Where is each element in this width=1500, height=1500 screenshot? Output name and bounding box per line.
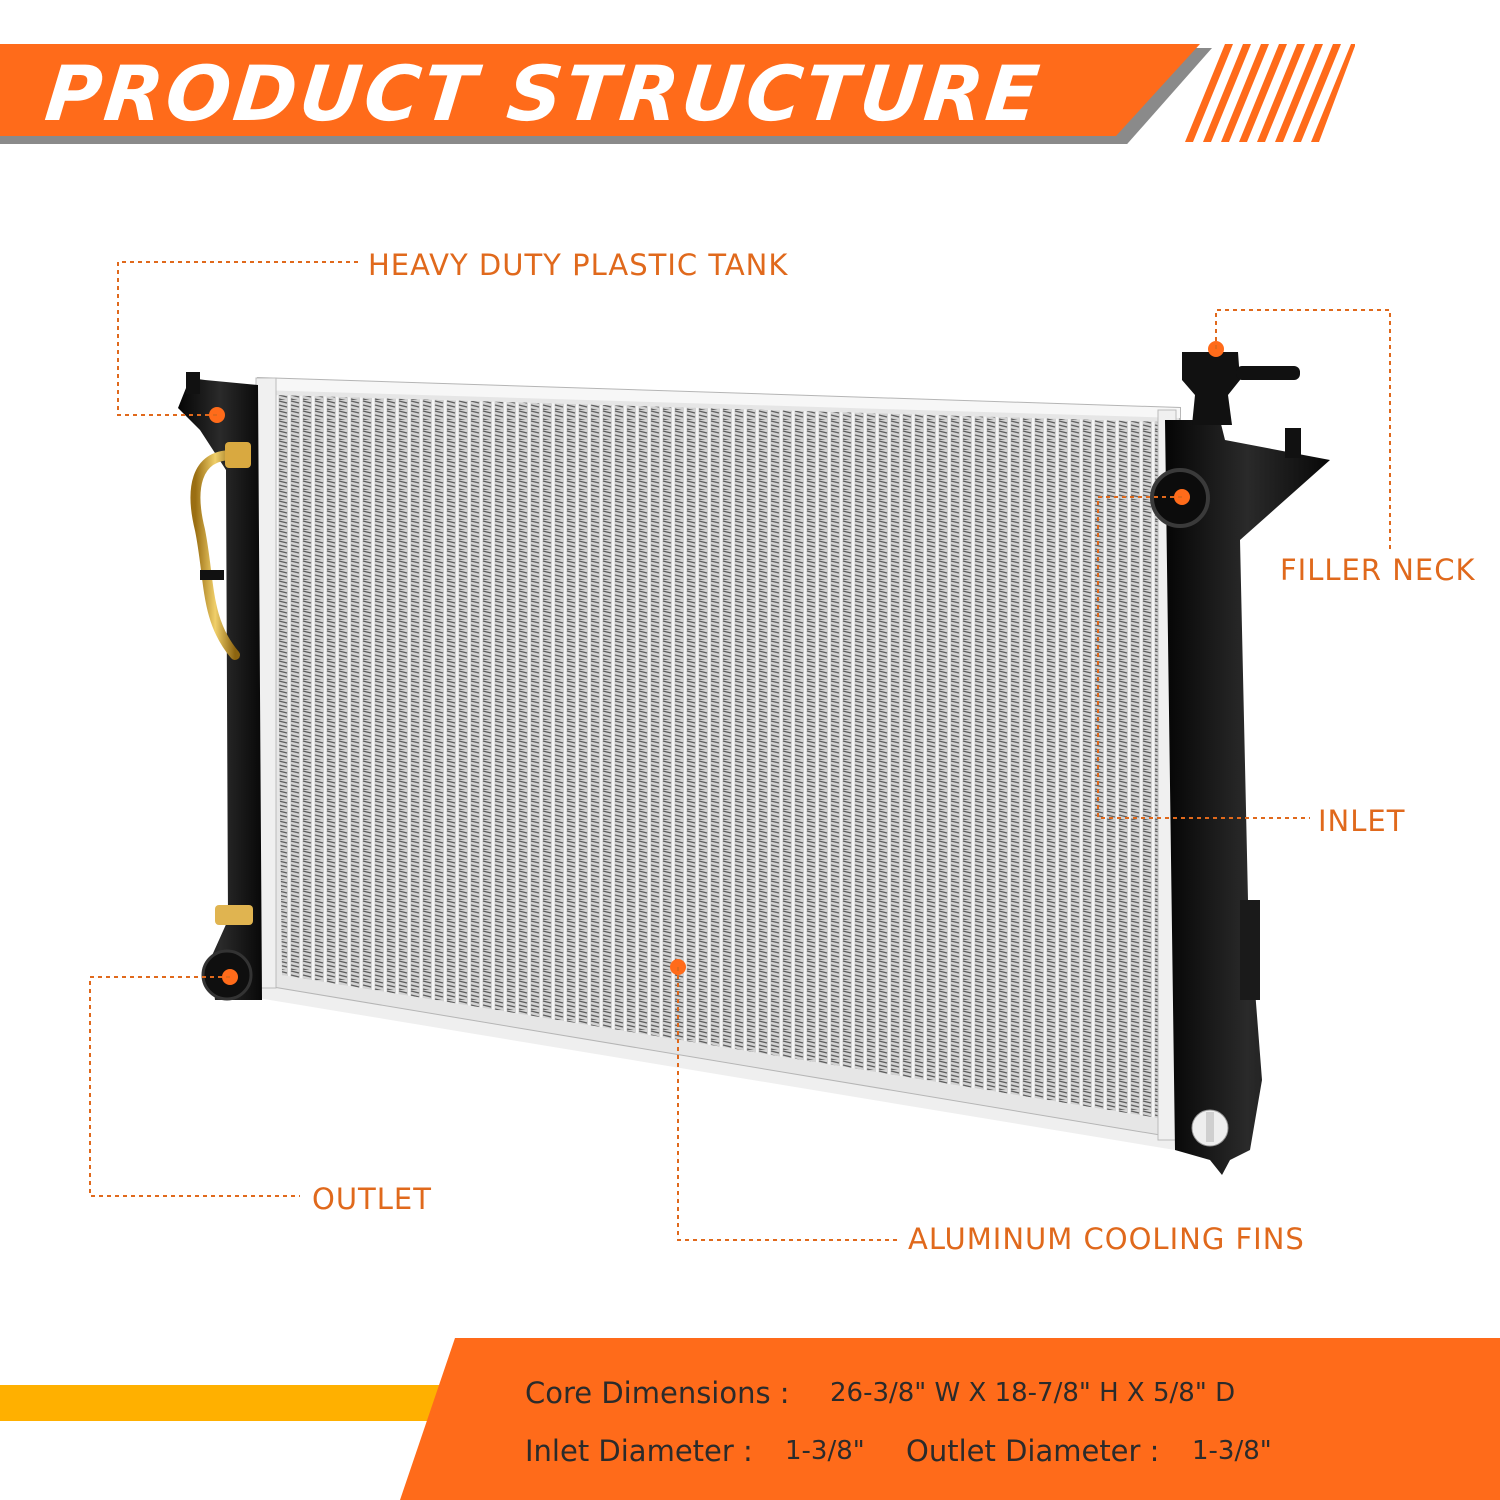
spec-inlet-label: Inlet Diameter : <box>525 1434 753 1468</box>
dot-tank <box>209 407 225 423</box>
dot-fins <box>670 959 686 975</box>
spec-outlet-label: Outlet Diameter : <box>906 1434 1160 1468</box>
footer-spec-panel <box>400 1338 1500 1500</box>
spec-core-value: 26-3/8" W X 18-7/8" H X 5/8" D <box>830 1378 1236 1408</box>
callout-filler-neck: FILLER NECK <box>1280 553 1476 587</box>
spec-core-label: Core Dimensions : <box>525 1376 790 1410</box>
left-plastic-tank <box>178 378 262 1000</box>
filler-neck <box>1182 352 1240 425</box>
header-stripes-decoration <box>1185 44 1355 142</box>
brass-tube <box>190 450 240 660</box>
callout-outlet: OUTLET <box>312 1182 432 1216</box>
footer-yellow-bar <box>0 1385 450 1421</box>
right-plastic-tank <box>1165 420 1330 1175</box>
spec-inlet-value: 1-3/8" <box>785 1436 865 1466</box>
callout-fins: ALUMINUM COOLING FINS <box>908 1222 1305 1256</box>
dot-outlet <box>222 969 238 985</box>
dot-filler-neck <box>1208 341 1224 357</box>
dot-inlet <box>1174 489 1190 505</box>
radiator-fins <box>275 395 1162 1118</box>
spec-outlet-value: 1-3/8" <box>1192 1436 1272 1466</box>
header-banner <box>0 44 1200 136</box>
callout-inlet: INLET <box>1318 804 1406 838</box>
callout-tank: HEAVY DUTY PLASTIC TANK <box>368 248 789 282</box>
